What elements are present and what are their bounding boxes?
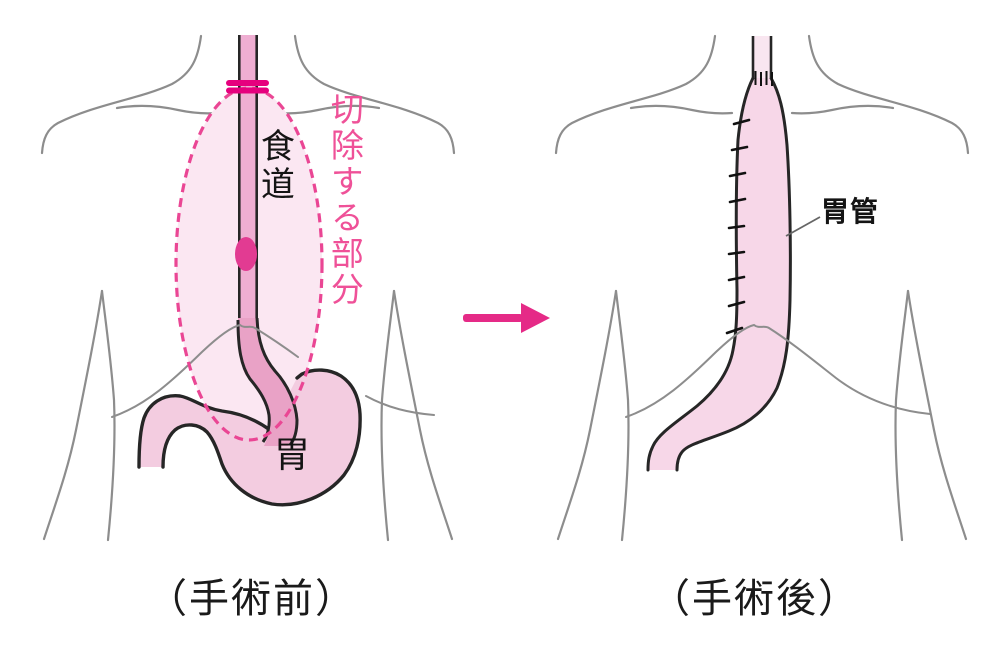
tumor-icon [235,237,257,271]
stomach [137,368,362,507]
esophagus-stump [751,36,773,78]
suture-marks [725,118,751,335]
stomach-label: 胃 [274,434,311,475]
resection-area-label: 切除する部分 [326,92,364,308]
leader-line [785,216,821,237]
costal-margin-after [625,323,931,418]
resection-dashed-outline [174,86,324,442]
arrow-right-icon [463,303,550,333]
caption-after-surgery: （手術後） [650,577,860,621]
costal-margin-before [111,323,435,418]
gastric-tube [646,76,792,472]
resection-line-marks [226,80,269,94]
caption-before-surgery: （手術前） [147,577,357,621]
esophagus-label: 食道 [255,128,294,204]
staple-marks [754,71,773,86]
gastric-tube-label: 胃管 [821,196,880,227]
